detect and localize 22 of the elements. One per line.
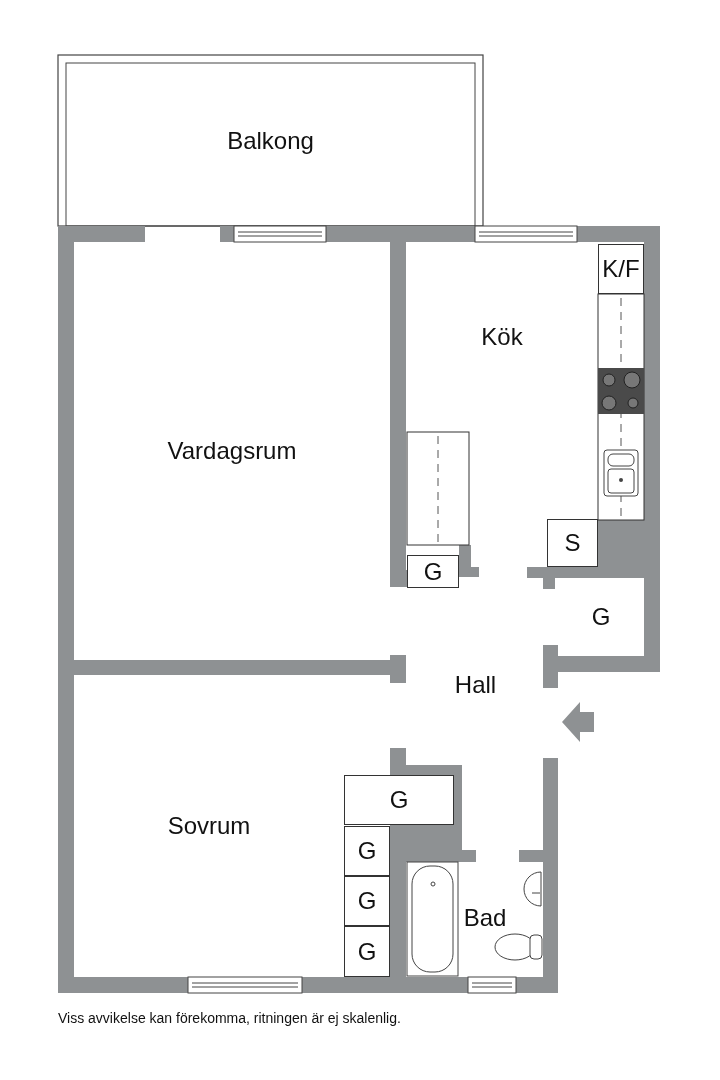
closet-label: G xyxy=(357,939,377,964)
closet-label: G xyxy=(357,839,377,863)
room-label: Vardagsrum xyxy=(167,439,297,463)
disclaimer-note: Viss avvikelse kan förekomma, ritningen är ej skalenlig. xyxy=(58,1010,401,1026)
closet-area xyxy=(344,876,390,926)
closet-label: G xyxy=(389,788,409,812)
closet-label: G xyxy=(591,605,611,629)
closet-area xyxy=(344,826,390,876)
closet-area xyxy=(598,244,644,294)
room-label: Kök xyxy=(481,325,523,349)
room-label: Bad xyxy=(463,905,507,930)
closet-label: G xyxy=(423,559,443,584)
closet-label: S xyxy=(564,531,581,555)
room-label: Sovrum xyxy=(167,814,251,838)
closet-area xyxy=(407,555,459,588)
closet-label: K/F xyxy=(602,257,640,281)
closet-area xyxy=(344,926,390,977)
room-label: Balkong xyxy=(227,128,314,153)
closet-area xyxy=(547,519,598,567)
closet-label: G xyxy=(357,889,377,913)
room-label: Hall xyxy=(454,673,497,697)
closet-area xyxy=(344,775,454,825)
